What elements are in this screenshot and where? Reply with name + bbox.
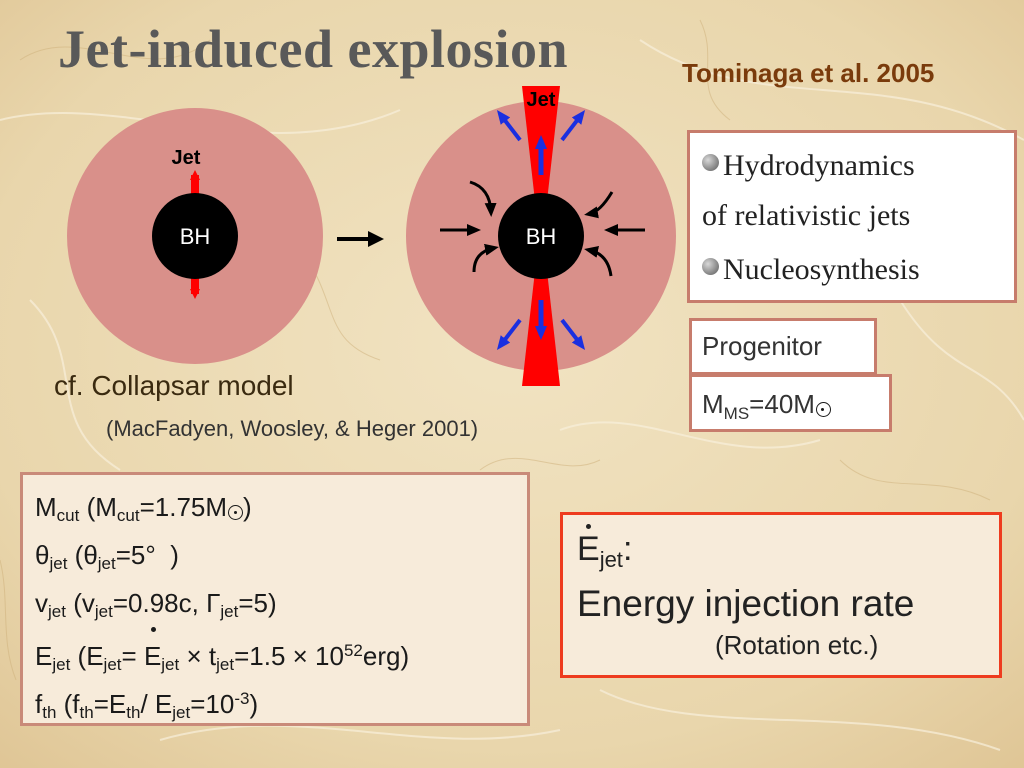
- collapsar-reference: (MacFadyen, Woosley, & Heger 2001): [106, 416, 479, 441]
- slide-title: Jet-induced explosion: [58, 19, 569, 79]
- progenitor-label-box: Progenitor: [689, 318, 877, 375]
- param-e-jet: Ejet (Ejet= Ejet × tjet=1.5 × 1052erg): [35, 627, 527, 675]
- mass-symbol: M: [702, 389, 724, 419]
- collapsar-black-hole: [152, 193, 238, 279]
- inflow-arrow-lower-right: [584, 245, 613, 277]
- progenitor-mass-box: MMS=40M: [689, 374, 892, 432]
- outflow-arrow-up-right: [560, 110, 586, 142]
- inflow-arrow-lower-left: [472, 243, 499, 273]
- inflow-arrow-upper-right: [584, 191, 614, 219]
- explosion-black-hole: [498, 193, 584, 279]
- explosion-bh-label: BH: [526, 224, 557, 249]
- topic-nucleosynthesis-label: Nucleosynthesis: [723, 253, 920, 286]
- collapsar-jet-label: Jet: [172, 147, 201, 169]
- outflow-arrow-down-left: [496, 318, 522, 350]
- bullet-icon: [702, 154, 719, 171]
- citation-tominaga: Tominaga et al. 2005: [682, 58, 935, 88]
- energy-injection-note: (Rotation etc.): [715, 630, 879, 660]
- mass-value: =40M: [749, 389, 815, 419]
- topic-nucleosynthesis: Nucleosynthesis: [702, 255, 920, 285]
- mass-subscript: MS: [723, 404, 750, 424]
- param-v-jet: vjet (vjet=0.98c, Γjet=5): [35, 588, 277, 621]
- topic-hydrodynamics-line1: Hydrodynamics: [723, 149, 915, 182]
- bullet-icon: [702, 258, 719, 275]
- collapsar-bh-label: BH: [180, 224, 211, 249]
- solar-mass-icon: [815, 402, 831, 417]
- progenitor-label: Progenitor: [702, 331, 822, 361]
- explosion-star-diagram: BH Jet: [406, 86, 676, 386]
- parameters-box: Mcut (Mcut=1.75M) θjet (θjet=5° ) vjet (…: [20, 472, 530, 726]
- param-theta-jet: θjet (θjet=5° ): [35, 540, 179, 573]
- collapsar-caption: cf. Collapsar model: [54, 370, 294, 401]
- solar-mass-icon: [228, 505, 244, 520]
- outflow-arrow-up-left: [496, 110, 522, 142]
- param-f-th: fth (fth=Eth/ Ejet=10-3): [35, 689, 259, 722]
- energy-injection-box: Ejet: Energy injection rate (Rotation et…: [560, 512, 1002, 678]
- explosion-jet-label: Jet: [527, 89, 556, 111]
- param-mcut: Mcut (Mcut=1.75M): [35, 492, 252, 525]
- topic-hydrodynamics: Hydrodynamics: [702, 151, 915, 181]
- topics-box: Hydrodynamics of relativistic jets Nucle…: [687, 130, 1017, 303]
- energy-injection-label: Energy injection rate: [577, 583, 915, 624]
- transition-arrow: [337, 231, 384, 247]
- outflow-arrow-down-right: [560, 318, 586, 350]
- collapsar-star-diagram: BH Jet: [67, 108, 323, 364]
- inflow-arrow-upper-left: [469, 180, 497, 217]
- topic-relativistic-jets: of relativistic jets: [702, 199, 911, 232]
- edot-jet-symbol: Ejet:: [577, 524, 633, 572]
